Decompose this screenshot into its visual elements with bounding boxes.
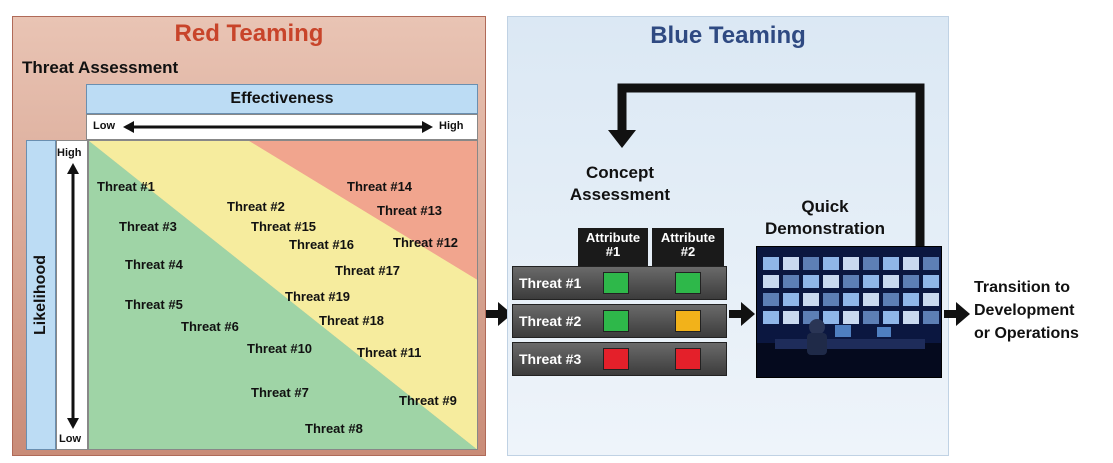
likelihood-label: Likelihood: [32, 255, 49, 335]
monitor-screen: [843, 257, 859, 270]
effectiveness-scale: Low High: [86, 114, 478, 140]
attribute-1-status: [603, 272, 629, 294]
red-teaming-title: Red Teaming: [174, 20, 324, 47]
monitor-screen: [803, 257, 819, 270]
arrow-right-icon: [729, 302, 755, 326]
likelihood-low-label: Low: [59, 433, 81, 445]
threat-label: Threat #12: [393, 235, 459, 250]
threat-label: Threat #7: [251, 385, 309, 400]
monitor-screen: [843, 293, 859, 306]
monitor-screen: [763, 257, 779, 270]
arrow-right-icon: [944, 302, 970, 326]
threat-label: Threat #6: [181, 319, 239, 334]
row-threat-label: Threat #1: [519, 275, 582, 291]
monitor-screen: [763, 275, 779, 288]
monitor-screen: [823, 293, 839, 306]
threat-assessment-title: Threat Assessment: [22, 58, 179, 77]
double-arrow-vertical-icon: [67, 163, 79, 429]
monitor-screen: [783, 275, 799, 288]
blue-teaming-title: Blue Teaming: [650, 22, 806, 49]
attribute-2-header: Attribute #2: [652, 228, 724, 266]
threat-label: Threat #4: [125, 257, 183, 272]
monitor-screen: [783, 293, 799, 306]
threat-label: Threat #5: [125, 297, 183, 312]
effectiveness-high-label: High: [439, 120, 464, 132]
double-arrow-horizontal-icon: [123, 121, 433, 133]
control-room-photo: [756, 246, 942, 378]
monitor-screen: [763, 311, 779, 324]
monitor-screen: [923, 293, 939, 306]
attribute-2-status: [675, 348, 701, 370]
monitor-screen: [903, 275, 919, 288]
threat-label: Threat #9: [399, 393, 457, 408]
threat-label: Threat #19: [285, 289, 351, 304]
threat-matrix: Threat #1 Threat #2 Threat #3 Threat #4 Thre…: [88, 140, 478, 450]
threat-label: Threat #18: [319, 313, 385, 328]
attribute-1-status: [603, 310, 629, 332]
threat-label: Threat #2: [227, 199, 285, 214]
monitor-screen: [763, 293, 779, 306]
threat-label: Threat #10: [247, 341, 313, 356]
feedback-loop-arrow-icon: [608, 83, 925, 248]
threat-label: Threat #8: [305, 421, 363, 436]
monitor-screen: [883, 311, 899, 324]
monitor-screen: [803, 293, 819, 306]
monitor-screen: [883, 275, 899, 288]
threat-label: Threat #16: [289, 237, 355, 252]
effectiveness-low-label: Low: [93, 120, 115, 132]
monitor-screen: [923, 257, 939, 270]
row-threat-label: Threat #2: [519, 313, 582, 329]
threat-label: Threat #17: [335, 263, 401, 278]
monitor-screen: [903, 311, 919, 324]
monitor-screen: [923, 275, 939, 288]
arrow-right-icon: [486, 302, 512, 326]
attribute-1-header: Attribute #1: [578, 228, 648, 266]
concept-assessment-title: Concept Assessment: [569, 163, 671, 204]
monitor-screen: [823, 257, 839, 270]
threat-label: Threat #13: [377, 203, 443, 218]
likelihood-scale: High Low: [56, 140, 88, 450]
monitor-screen: [903, 257, 919, 270]
monitor-screen: [883, 293, 899, 306]
monitor-screen: [883, 257, 899, 270]
zone-yellow-top: [89, 141, 477, 449]
threat-label: Threat #11: [357, 345, 422, 360]
quick-demonstration-title: Quick Demonstration: [765, 197, 885, 238]
row-threat-label: Threat #3: [519, 351, 582, 367]
monitor-screen: [903, 293, 919, 306]
assessment-row: Threat #2: [512, 304, 727, 338]
transition-text: Transition to Development or Operations: [974, 279, 1079, 342]
monitor-screen: [783, 257, 799, 270]
threat-label: Threat #15: [251, 219, 317, 234]
likelihood-high-label: High: [57, 147, 82, 159]
monitor-screen: [783, 311, 799, 324]
assessment-row: Threat #1: [512, 266, 727, 300]
threat-label: Threat #1: [97, 179, 155, 194]
likelihood-header: [26, 140, 56, 450]
monitor-screen: [843, 311, 859, 324]
monitor-screen: [863, 257, 879, 270]
monitor-screen: [823, 311, 839, 324]
attribute-1-status: [603, 348, 629, 370]
control-room-illustration: [757, 247, 941, 377]
threat-label: Threat #14: [347, 179, 413, 194]
monitor-screen: [863, 311, 879, 324]
attribute-table: Attribute #1 Attribute #2 Threat #1 Threa…: [512, 228, 727, 378]
attribute-2-status: [675, 272, 701, 294]
monitor-screen: [923, 311, 939, 324]
monitor-screen: [863, 293, 879, 306]
monitor-screen: [823, 275, 839, 288]
assessment-row: Threat #3: [512, 342, 727, 376]
threat-zones: [89, 141, 477, 449]
threat-label: Threat #3: [119, 219, 177, 234]
monitor-screen: [803, 275, 819, 288]
monitor-screen: [863, 275, 879, 288]
monitor-screen: [843, 275, 859, 288]
attribute-2-status: [675, 310, 701, 332]
effectiveness-header: Effectiveness: [86, 84, 478, 114]
